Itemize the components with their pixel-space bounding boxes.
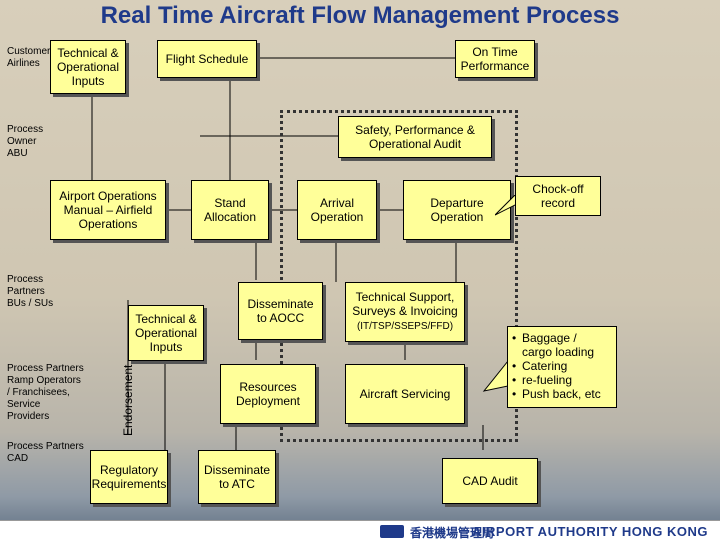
endorsement-label: Endorsement [121, 364, 135, 436]
departure-operation: Departure Operation [403, 180, 511, 240]
disseminate-to-aocc: Disseminate to AOCC [238, 282, 323, 340]
lane-line: / Franchisees, [7, 387, 70, 398]
lane-line: Providers [7, 411, 50, 422]
safety-performance-audit: Safety, Performance & Operational Audit [338, 116, 492, 158]
box-label: Technical Support, Surveys & Invoicing [352, 290, 458, 318]
lane-label-partners: Process Partners BUs / SUs [7, 274, 53, 310]
airport-authority-logo-mark [380, 525, 404, 538]
lane-line: Airlines [7, 58, 40, 69]
box-label: On Time Performance [460, 45, 530, 73]
page-title: Real Time Aircraft Flow Management Proce… [100, 2, 620, 29]
box-label: Regulatory Requirements [91, 463, 167, 491]
disseminate-to-atc: Disseminate to ATC [198, 450, 276, 504]
box-label: Disseminate to AOCC [247, 297, 314, 325]
lane-line: Process [7, 124, 44, 135]
lane-line: Process [7, 274, 44, 285]
lane-line: Process Partners [7, 363, 84, 374]
stand-allocation: Stand Allocation [191, 180, 269, 240]
callout-tail [482, 359, 509, 392]
servicing-item: Catering [512, 359, 610, 373]
lane-line: Partners [7, 286, 45, 297]
box-label: CAD Audit [462, 474, 518, 488]
box-label: Safety, Performance & Operational Audit [355, 123, 475, 151]
technical-operational-inputs-mid: Technical & Operational Inputs [128, 305, 204, 361]
box-label: Disseminate to ATC [203, 463, 271, 491]
lane-line: Ramp Operators [7, 375, 81, 386]
footer-bar: 香港機場管理局 AIRPORT AUTHORITY HONG KONG [0, 520, 720, 541]
box-label: Airport Operations Manual – Airfield Ope… [59, 189, 157, 231]
operation-group-boundary [280, 110, 518, 442]
box-label: Arrival Operation [310, 196, 364, 224]
lane-label-cad: Process Partners CAD [7, 441, 84, 465]
regulatory-requirements: Regulatory Requirements [90, 450, 168, 504]
box-label: Aircraft Servicing [359, 387, 451, 401]
servicing-item: re-fueling [512, 373, 610, 387]
cad-audit: CAD Audit [442, 458, 538, 504]
lane-line: Process Partners [7, 441, 84, 452]
flight-schedule: Flight Schedule [157, 40, 257, 78]
lane-line: BUs / SUs [7, 298, 54, 309]
arrival-operation: Arrival Operation [297, 180, 377, 240]
logo-chinese-text: 香港機場管理局 [410, 526, 495, 540]
servicing-item: Baggage / cargo loading [512, 331, 610, 359]
lane-line: Owner [7, 136, 37, 147]
logo-english-text: AIRPORT AUTHORITY HONG KONG [472, 524, 708, 539]
servicing-item: Push back, etc [512, 387, 610, 401]
lane-line: CAD [7, 453, 29, 464]
lane-line: ABU [7, 148, 28, 159]
box-label: Stand Allocation [203, 196, 257, 224]
resources-deployment: Resources Deployment [220, 364, 316, 424]
airport-operations-manual: Airport Operations Manual – Airfield Ope… [50, 180, 166, 240]
aircraft-servicing: Aircraft Servicing [345, 364, 465, 424]
lane-line: Customer [7, 46, 51, 57]
callout-label: Chock-off record [532, 182, 584, 210]
lane-line: Service [7, 399, 41, 410]
servicing-items: Baggage / cargo loading Catering re-fuel… [508, 327, 616, 405]
technical-operational-inputs-top: Technical & Operational Inputs [50, 40, 126, 94]
technical-support-invoicing: Technical Support, Surveys & Invoicing (… [345, 282, 465, 342]
box-label: Technical & Operational Inputs [134, 312, 198, 354]
servicing-items-list: Baggage / cargo loading Catering re-fuel… [507, 326, 617, 408]
lane-label-ramp: Process Partners Ramp Operators / Franch… [7, 363, 84, 423]
chockoff-record: Chock-off record [515, 176, 601, 216]
box-label: Flight Schedule [165, 52, 249, 66]
box-sublabel: (IT/TSP/SSEPS/FFD) [356, 321, 454, 332]
lane-label-owner: Process Owner ABU [7, 124, 43, 160]
on-time-performance: On Time Performance [455, 40, 535, 78]
box-label: Technical & Operational Inputs [56, 46, 120, 88]
lane-label-customer: Customer Airlines [7, 46, 50, 70]
box-label: Departure Operation [430, 196, 484, 224]
box-label: Resources Deployment [235, 380, 301, 408]
